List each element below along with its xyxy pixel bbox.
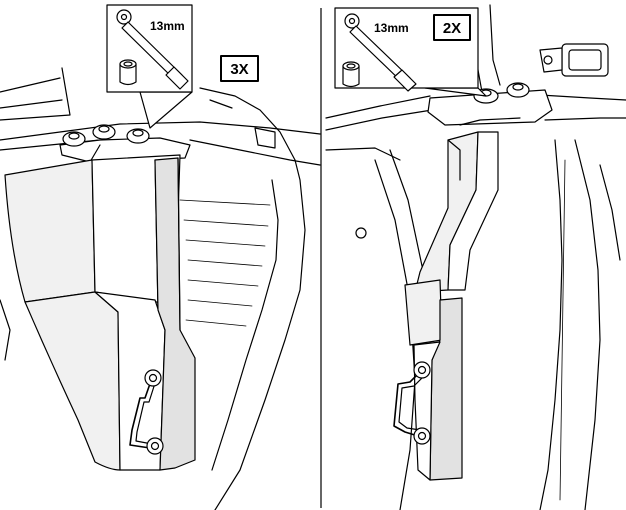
bracket-right bbox=[405, 132, 498, 480]
quantity-badge-left: 3X bbox=[221, 56, 258, 81]
quantity-badge-right: 2X bbox=[434, 15, 470, 40]
door-hinge bbox=[540, 44, 608, 76]
tool-size-label: 13mm bbox=[374, 21, 409, 35]
tool-size-label: 13mm bbox=[150, 19, 185, 33]
bolt-icon bbox=[507, 83, 529, 97]
right-panel: 13mm 2X bbox=[326, 5, 626, 510]
bolt-icon bbox=[93, 125, 115, 139]
trim-panel-left bbox=[5, 155, 195, 470]
bolt-icon bbox=[145, 370, 161, 386]
bolt-icon bbox=[147, 438, 163, 454]
quantity-label: 3X bbox=[230, 61, 248, 78]
bolt-icon bbox=[414, 362, 430, 378]
left-panel: 13mm 3X bbox=[0, 5, 320, 510]
socket-icon bbox=[120, 60, 136, 85]
quantity-label: 2X bbox=[443, 20, 461, 37]
socket-icon bbox=[343, 62, 359, 87]
bolt-icon bbox=[414, 428, 430, 444]
bolt-icon bbox=[63, 132, 85, 146]
bolt-icon bbox=[127, 129, 149, 143]
tool-callout-left: 13mm bbox=[107, 5, 192, 128]
